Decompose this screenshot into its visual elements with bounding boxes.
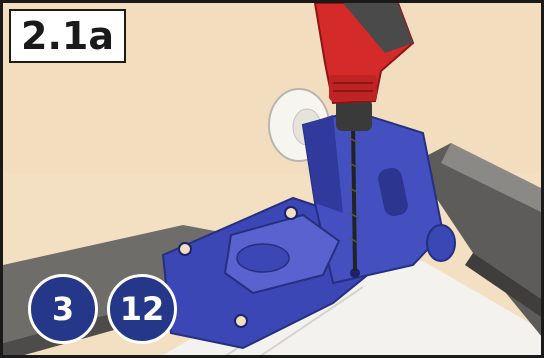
screw-hole	[179, 243, 191, 255]
part-badge-12: 12	[107, 274, 177, 344]
bracket-knob	[427, 225, 455, 261]
drill-chuck	[336, 99, 372, 131]
screw-hole	[235, 315, 247, 327]
step-label: 2.1a	[9, 9, 126, 63]
part-badge-3: 3	[28, 274, 98, 344]
drill-bit	[353, 123, 355, 271]
screw-hole	[285, 207, 297, 219]
